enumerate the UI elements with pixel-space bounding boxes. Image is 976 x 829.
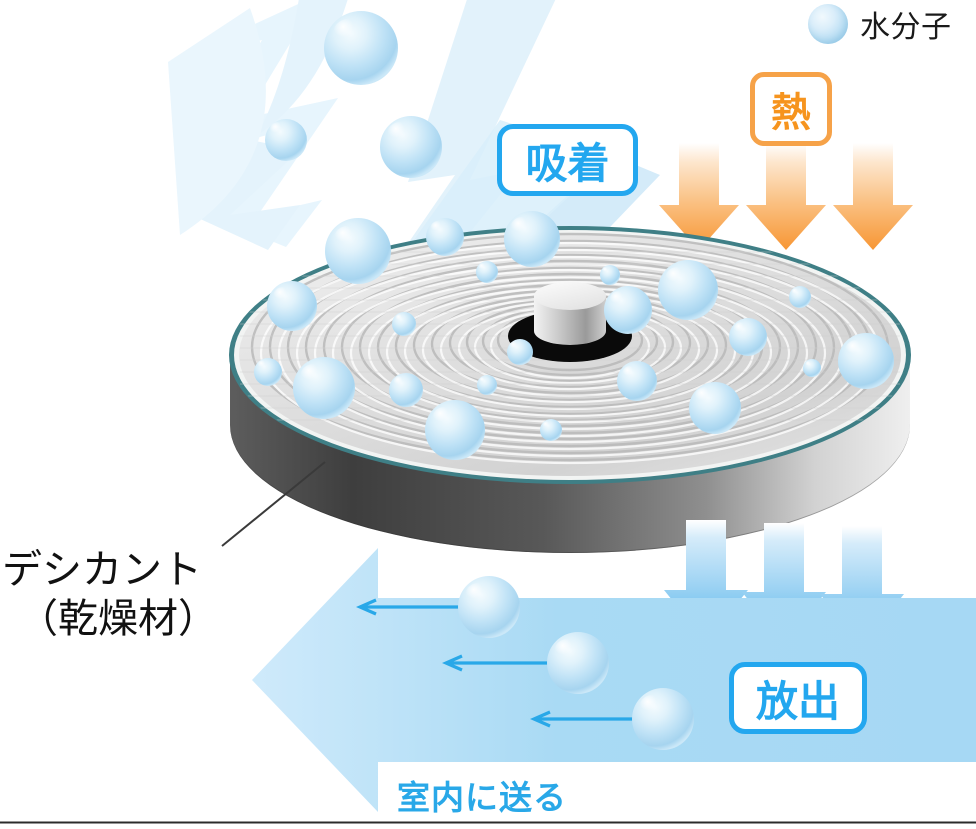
water-molecule-bubbles [254,11,894,750]
water-molecule [458,576,520,638]
water-molecule [632,688,694,750]
badge-heat-label: 熱 [771,91,811,135]
water-molecule [838,333,894,389]
water-molecule [600,265,620,285]
heat-arrow [659,143,739,250]
water-molecule [324,11,398,85]
water-molecule-icon [808,4,848,44]
heat-arrows-group [659,143,913,250]
badge-adsorption[interactable]: 吸着 [497,124,638,196]
badge-adsorption-label: 吸着 [525,139,610,187]
water-molecule [380,116,442,178]
rotor-center-hub [508,282,632,362]
water-molecule [547,632,609,694]
water-molecule [426,218,464,256]
desiccant-leader-line [221,461,326,547]
label-desiccant-line2: （乾燥材） [18,596,218,641]
water-molecule [689,382,741,434]
water-molecule [504,211,560,267]
label-desiccant-line1: デシカント [2,548,202,592]
badge-heat[interactable]: 熱 [750,72,832,146]
water-molecule [476,261,498,283]
water-molecule [254,358,282,386]
water-molecule [507,339,533,365]
motion-arrow [442,654,552,672]
badge-release[interactable]: 放出 [729,662,867,734]
motion-arrow [356,598,466,616]
motion-arrow [530,710,640,728]
water-molecule [729,318,767,356]
water-molecule [658,260,718,320]
water-molecule [325,218,391,284]
water-molecule [389,373,423,407]
badge-release-label: 放出 [755,677,840,725]
water-molecule [392,312,416,336]
heat-arrow [746,143,826,250]
water-molecule [477,375,497,395]
supply-airflow-arrow [252,548,976,812]
label-desiccant: デシカント （乾燥材） [2,546,218,644]
legend-water-molecule: 水分子 [808,2,952,46]
water-molecule [425,400,485,460]
heat-arrow [833,143,913,250]
water-molecule [265,119,307,161]
moisture-motion-arrows [356,598,640,728]
water-molecule [803,359,821,377]
label-send-indoors: 室内に送る [397,779,567,816]
water-molecule [540,419,562,441]
water-molecule [293,357,355,419]
water-molecule [617,361,657,401]
water-molecule [789,286,811,308]
legend-label: 水分子 [860,11,952,44]
water-molecule [604,286,652,334]
water-molecule [267,281,317,331]
